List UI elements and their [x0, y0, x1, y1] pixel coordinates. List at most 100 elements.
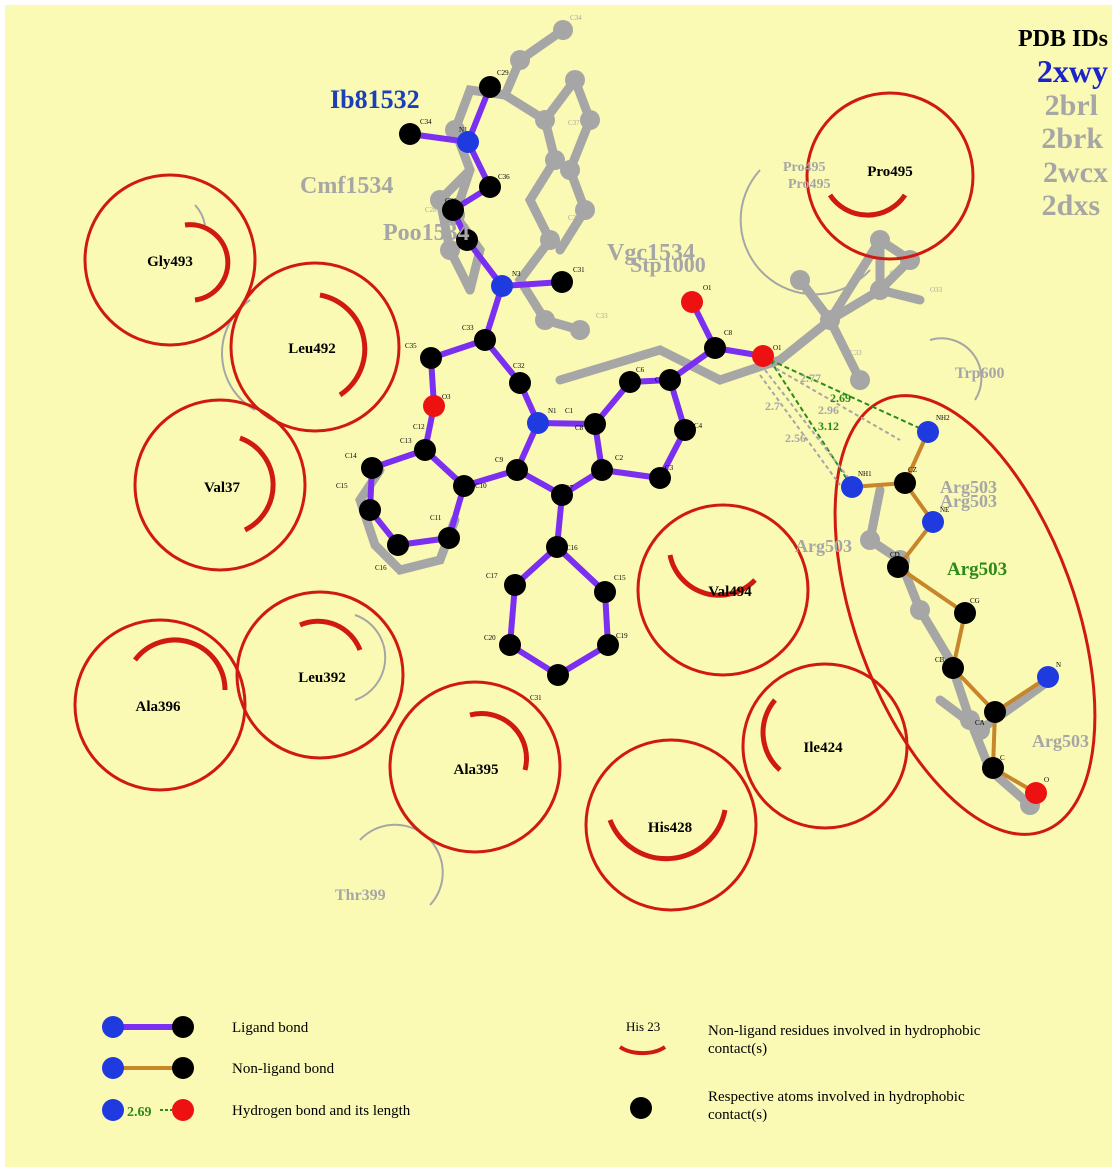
svg-text:O: O: [1044, 776, 1049, 784]
svg-text:CZ: CZ: [908, 466, 917, 474]
svg-text:NE: NE: [940, 506, 949, 514]
legend-carbon-atom: [172, 1016, 194, 1038]
svg-text:C31: C31: [573, 266, 585, 274]
plot-background: [5, 5, 1112, 1167]
hydrogen-bonds: [769, 359, 929, 488]
arg503-ghost-label-2: Arg503: [940, 491, 997, 511]
svg-text:C8: C8: [724, 329, 733, 337]
residue-label-val37: Val37: [204, 480, 241, 496]
overlay-ligand-label-2: Poo1534: [383, 220, 470, 246]
legend-nitrogen-atom: [102, 1016, 124, 1038]
residue-label-val494: Val494: [708, 584, 752, 600]
svg-text:C28: C28: [425, 206, 437, 214]
legend-hbond-acceptor: [172, 1099, 194, 1121]
arg503-ghost-label-1: Arg503: [940, 477, 997, 497]
svg-text:CB: CB: [935, 656, 945, 664]
svg-text:N3: N3: [512, 270, 521, 278]
residue-label-arg503: Arg503: [947, 559, 1007, 580]
residue-label-ala396: Ala396: [136, 699, 182, 715]
svg-text:C16: C16: [566, 544, 578, 552]
ligand-name-label: Ib81532: [330, 85, 420, 114]
overlay-ligand-label-4: Stp1000: [630, 252, 706, 277]
residue-label-pro495-ghost-2: Pro495: [788, 177, 831, 192]
svg-text:C20: C20: [484, 634, 496, 642]
svg-text:NH2: NH2: [936, 414, 950, 422]
svg-text:C5: C5: [655, 376, 664, 384]
svg-text:C37: C37: [568, 119, 580, 127]
svg-text:C32: C32: [513, 362, 525, 370]
legend-non-ligand-bond-label: Non-ligand bond: [232, 1061, 335, 1077]
hbond-length-6: 2.56: [785, 431, 806, 445]
atom-labels: C34 N1 C29 C36 C30 N3 C31 C35 O3 C33 C32…: [336, 69, 1061, 784]
svg-text:C12: C12: [413, 423, 425, 431]
arg503-atoms: [841, 421, 1059, 804]
hbond-length-5: 2.7: [765, 399, 780, 413]
residue-label-leu492: Leu492: [288, 341, 336, 357]
svg-text:C7: C7: [565, 484, 574, 492]
ligand-atoms: [359, 76, 774, 686]
legend-hydrophobic-atoms-label: Respective atoms involved in hydrophobic…: [708, 1089, 965, 1123]
legend-hydrophobic-atom: [630, 1097, 652, 1119]
svg-text:C: C: [1000, 754, 1005, 762]
pdb-other-4: 2dxs: [1042, 189, 1100, 222]
legend-ligand-bond-label: Ligand bond: [232, 1020, 309, 1036]
legend-nitrogen-atom-2: [102, 1057, 124, 1079]
svg-text:CA: CA: [975, 719, 985, 727]
hbond-length-2: 3.12: [818, 419, 839, 433]
svg-text:C30: C30: [445, 197, 457, 205]
residue-label-pro495: Pro495: [867, 164, 913, 180]
legend-hydrophobic-example: His 23: [626, 1019, 660, 1034]
svg-text:C35: C35: [405, 342, 417, 350]
legend-carbon-atom-2: [172, 1057, 194, 1079]
residue-contacts: [73, 91, 1097, 912]
svg-text:C15: C15: [614, 574, 626, 582]
svg-text:C30: C30: [890, 269, 902, 277]
legend-hbond-label: Hydrogen bond and its length: [232, 1103, 411, 1119]
pdb-other-1: 2brl: [1045, 89, 1098, 122]
legend-hydrophobic-residues-label: Non-ligand residues involved in hydropho…: [708, 1023, 981, 1057]
svg-text:N1: N1: [459, 126, 468, 134]
pdb-other-3: 2wcx: [1043, 156, 1108, 189]
svg-text:C4: C4: [694, 422, 703, 430]
pdb-primary: 2xwy: [1037, 53, 1108, 89]
svg-text:C6: C6: [636, 366, 645, 374]
arg503-ghost-label-3: Arg503: [795, 536, 852, 556]
svg-text:C31: C31: [530, 694, 542, 702]
residue-label-trp600: Trp600: [955, 365, 1004, 382]
svg-text:C1: C1: [565, 407, 574, 415]
svg-text:C29: C29: [497, 69, 509, 77]
residue-label-pro495-ghost-1: Pro495: [783, 160, 826, 175]
svg-text:C33: C33: [462, 324, 474, 332]
svg-text:C19: C19: [616, 632, 628, 640]
svg-text:C34: C34: [570, 14, 582, 22]
ghost-hbonds: [759, 364, 901, 486]
svg-text:O1: O1: [703, 284, 712, 292]
svg-text:O1: O1: [773, 344, 782, 352]
legend-hbond-donor: [102, 1099, 124, 1121]
svg-text:CD: CD: [890, 551, 900, 559]
residue-label-ala395: Ala395: [454, 762, 499, 778]
ghost-atom-labels: C34 C37 C35 C28 C33 C30 O33 C33: [425, 14, 943, 357]
overlay-ligand-label-1: Cmf1534: [300, 173, 393, 199]
residue-label-his428: His428: [648, 820, 692, 836]
legend-hbond-value: 2.69: [127, 1105, 152, 1120]
svg-text:C3: C3: [665, 464, 674, 472]
svg-text:C36: C36: [498, 173, 510, 181]
svg-text:C2: C2: [615, 454, 624, 462]
svg-text:N1: N1: [548, 407, 557, 415]
legend: Ligand bond Non-ligand bond 2.69 Hydroge…: [102, 1016, 981, 1123]
svg-text:C11: C11: [430, 514, 442, 522]
legend-hydrophobic-arc: [618, 1045, 667, 1056]
hbond-length-1: 2.69: [830, 391, 851, 405]
arg503-ghost-label-4: Arg503: [1032, 731, 1089, 751]
svg-text:O3: O3: [442, 393, 451, 401]
hbond-length-3: 2.77: [800, 371, 821, 385]
svg-text:C17: C17: [486, 572, 498, 580]
residue-label-gly493: Gly493: [147, 254, 193, 270]
svg-text:CG: CG: [970, 597, 980, 605]
svg-text:C8: C8: [575, 424, 584, 432]
svg-text:C35: C35: [568, 214, 580, 222]
svg-text:C33: C33: [596, 312, 608, 320]
svg-text:C13: C13: [400, 437, 412, 445]
